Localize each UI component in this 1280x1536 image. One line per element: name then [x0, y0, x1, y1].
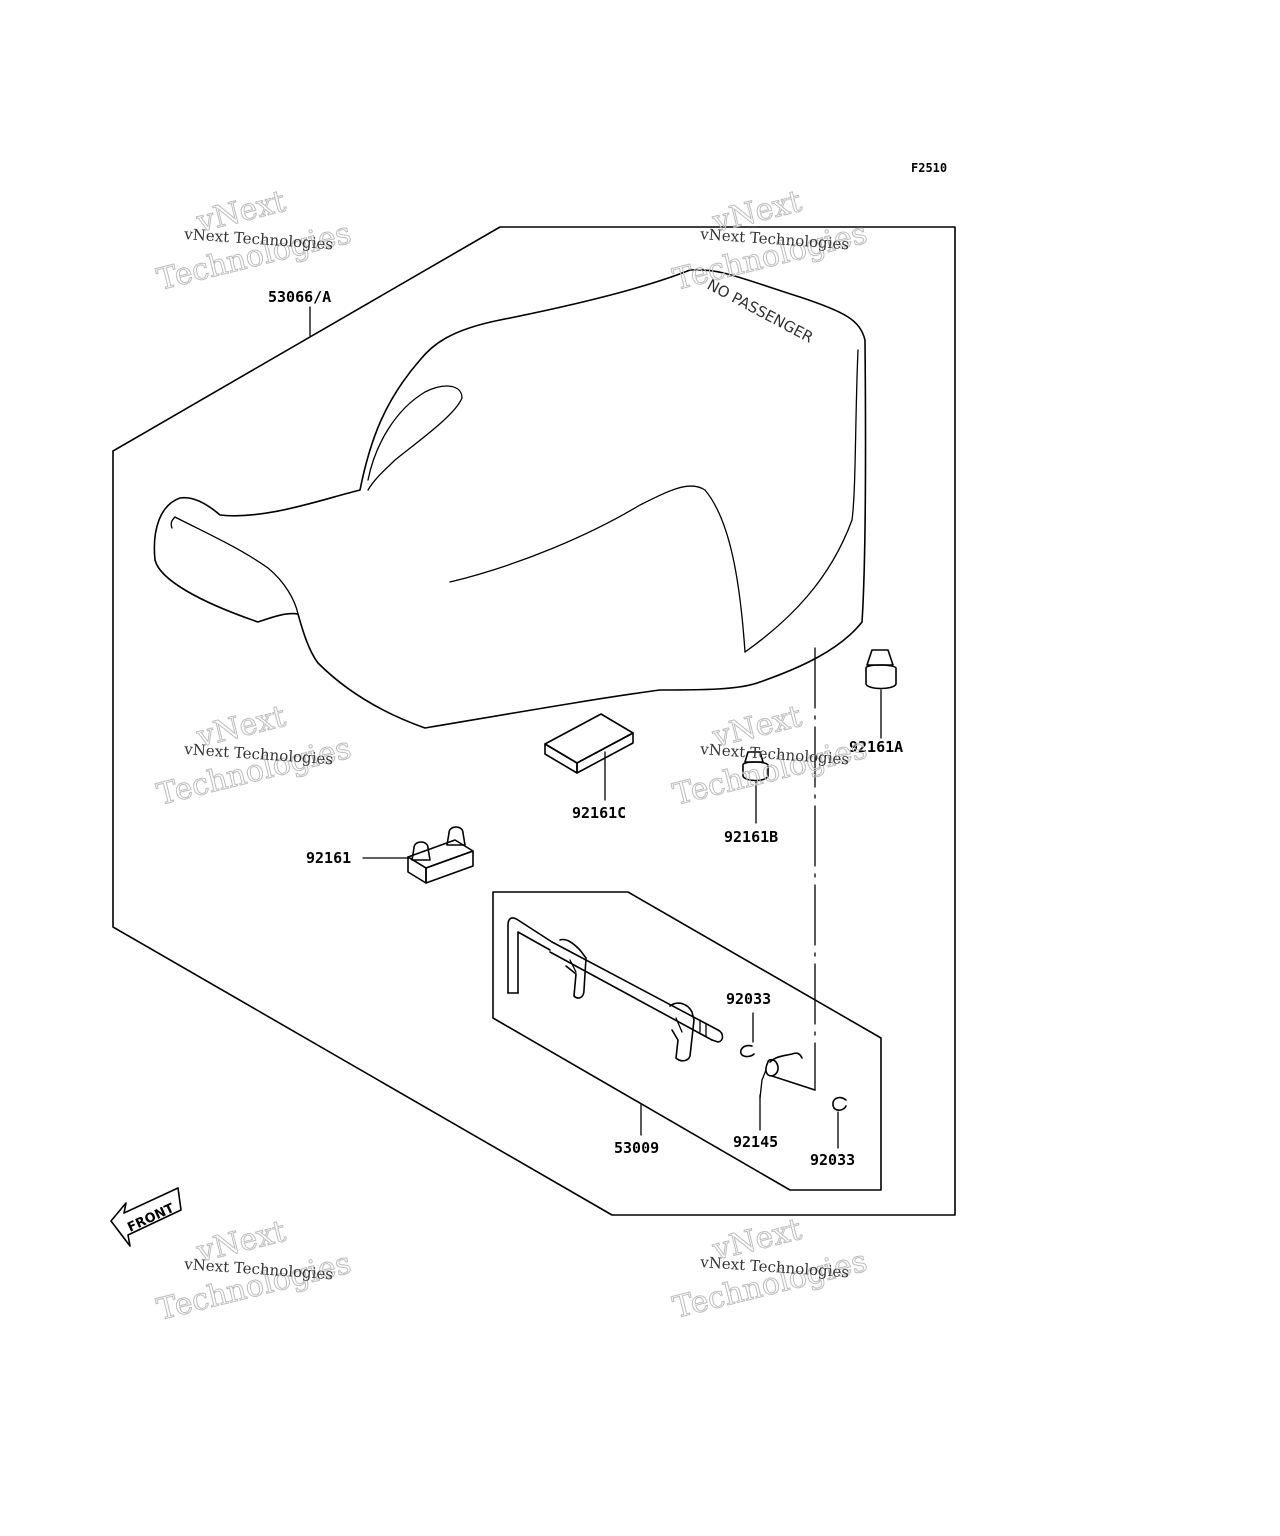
cushion-c — [544, 713, 634, 801]
hook-rod-handle-inner — [517, 931, 551, 994]
spring-shaft — [771, 1075, 816, 1091]
watermark-mid-right: Technologies vNext vNext Technologies — [669, 699, 871, 814]
hook-rod-handle-outer — [507, 917, 553, 994]
figure-code: F2510 — [911, 161, 947, 175]
watermark-large: Technologies — [669, 731, 870, 813]
pin-lower — [832, 1096, 847, 1149]
watermark-large: Technologies — [153, 731, 354, 813]
pin-lower-clip — [832, 1096, 847, 1111]
cushion-b — [742, 751, 769, 824]
watermark-bottom-right: Technologies vNext vNext Technologies — [669, 1212, 871, 1327]
spring-coil — [765, 1058, 779, 1077]
cushion-side-left — [407, 856, 427, 884]
label-cushion-a: 92161A — [849, 738, 903, 756]
label-seat-assembly: 53066/A — [268, 288, 331, 306]
watermark-bottom-left: Technologies vNext vNext Technologies — [153, 1214, 355, 1329]
watermark-top-right: Technologies vNext vNext Technologies — [669, 184, 871, 299]
hook-latch-rear — [669, 1002, 695, 1062]
pin-upper-clip — [739, 1044, 755, 1058]
cushion-c-side-right — [576, 732, 634, 774]
watermark-large: Technologies — [153, 1246, 354, 1328]
front-arrow-shape — [110, 1187, 182, 1247]
cushion-nub-right — [446, 826, 466, 846]
spring-arm — [769, 1052, 803, 1063]
watermark-mid-left: Technologies vNext vNext Technologies — [153, 699, 355, 814]
seat-front-edge — [174, 516, 299, 615]
cushion-c-side-left — [544, 743, 578, 774]
spring — [759, 1052, 816, 1131]
assembly-boundary — [112, 226, 956, 1216]
hook-latch-rear-detail — [675, 1017, 683, 1033]
hook-shaft-top — [551, 941, 719, 1031]
seat-rear-crease — [744, 349, 859, 653]
pin-upper — [739, 1012, 755, 1058]
cushion-side-right — [425, 850, 474, 884]
watermark-top-left: Technologies vNext vNext Technologies — [153, 184, 355, 299]
cushion-b-base — [742, 761, 769, 782]
label-hook-assembly: 53009 — [614, 1139, 659, 1157]
hook-assembly — [507, 917, 724, 1136]
watermark-large: Technologies — [153, 216, 354, 298]
seat-outline — [153, 268, 867, 729]
hook-shaft-bottom — [549, 951, 713, 1041]
front-direction-arrow: FRONT — [110, 1187, 182, 1247]
label-cushion: 92161 — [306, 849, 351, 867]
seat-front-tip — [170, 516, 176, 529]
cushion-nub-left — [411, 841, 431, 861]
cushion-a-top — [866, 649, 894, 666]
label-spring: 92145 — [733, 1133, 778, 1151]
seat-center-crease — [449, 485, 746, 653]
seat: NO PASSENGER — [153, 268, 867, 729]
cushion-a — [865, 649, 897, 739]
label-pin-lower: 92033 — [810, 1151, 855, 1169]
hook-assembly-boundary — [492, 891, 882, 1191]
hook-shaft-end — [711, 1029, 724, 1043]
front-marker: FRONT — [125, 1201, 176, 1236]
hook-shaft-groove — [699, 1019, 707, 1037]
watermark-large: Technologies — [669, 216, 870, 298]
spring-leg — [759, 1069, 767, 1099]
hook-latch-front — [559, 938, 587, 999]
cushion — [362, 826, 474, 884]
label-cushion-c: 92161C — [572, 804, 626, 822]
hook-latch-front-detail — [569, 959, 577, 973]
label-cushion-b: 92161B — [724, 828, 778, 846]
cushion-c-top — [544, 713, 634, 764]
cushion-a-base — [865, 664, 897, 690]
seat-grip-recess — [367, 385, 463, 491]
watermark-large: Technologies — [669, 1244, 870, 1326]
label-pin-upper: 92033 — [726, 990, 771, 1008]
